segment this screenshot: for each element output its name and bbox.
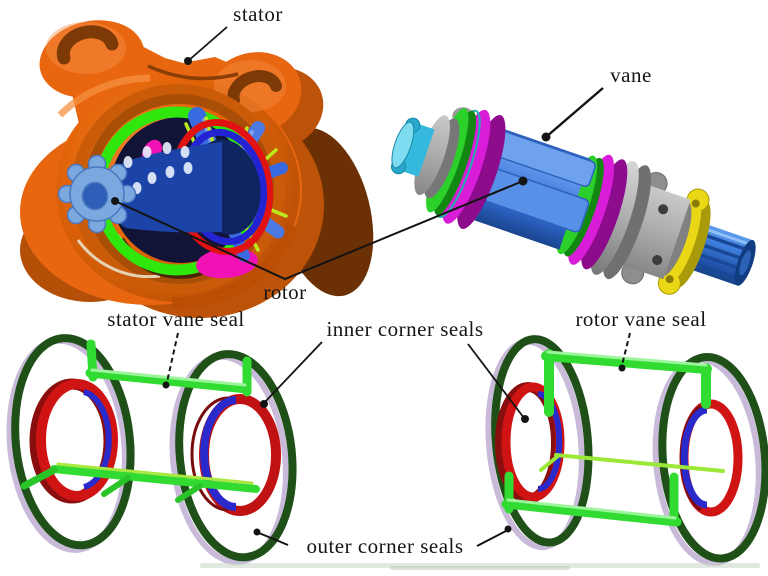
- stator-groove: [147, 64, 239, 81]
- label-stator-vane-seal: stator vane seal: [107, 307, 245, 331]
- leader-dot: [518, 176, 528, 186]
- rotor-seal-cage: [485, 335, 768, 567]
- bearing-housing: [616, 172, 692, 285]
- leader-dot: [504, 525, 512, 533]
- label-rotor: rotor: [263, 280, 307, 304]
- label-rotor-vane-seal: rotor vane seal: [575, 307, 707, 331]
- seal-ring-pack-left: [414, 107, 506, 229]
- leader-stator: [184, 26, 228, 65]
- leader-vane: [541, 87, 604, 142]
- rotor-body-cylinder: [460, 124, 596, 250]
- leader-lines: [111, 26, 631, 547]
- rotor-end-cap: [391, 117, 435, 177]
- rotor-vane-seal-bars: [501, 349, 725, 527]
- leader-rotor-vane-seal: [618, 332, 631, 372]
- inner-corner-seal-ring: [29, 378, 118, 504]
- outer-corner-seal-ring: [6, 334, 135, 553]
- outer-corner-seal-ring: [169, 350, 297, 566]
- leader-dot: [253, 528, 261, 536]
- inner-corner-seal-ring: [190, 394, 281, 516]
- leader-stator-vane-seal: [162, 332, 179, 389]
- leader-dot: [184, 57, 192, 65]
- stator-bore: [57, 84, 288, 294]
- stator-vane-seal-bars: [20, 339, 260, 503]
- stator-seal-cage: [6, 334, 297, 566]
- leader-dot: [260, 400, 268, 408]
- leader-dot: [541, 132, 551, 142]
- leader-dot: [521, 415, 529, 423]
- rotor-splined-shaft-end: [57, 154, 137, 234]
- leader-dot: [162, 381, 170, 389]
- stator-mount-slot-right: [227, 70, 282, 106]
- leader-rotor: [111, 176, 528, 281]
- leader-outer-corner-seals: [253, 525, 512, 547]
- label-vane: vane: [610, 63, 652, 87]
- rotor-assembly: [391, 107, 756, 295]
- floor-shadow: [390, 566, 570, 570]
- stator-assembly: [20, 20, 374, 318]
- leader-dot: [111, 197, 119, 205]
- label-inner-corner-seals: inner corner seals: [326, 317, 484, 341]
- inner-corner-seal-ring: [679, 399, 743, 517]
- leader-inner-corner-seals: [260, 341, 529, 423]
- leader-dot: [618, 364, 626, 372]
- label-stator: stator: [233, 2, 283, 26]
- floor-shadow: [200, 563, 760, 568]
- stator-mount-slot-left: [56, 25, 119, 65]
- rotor-spline-highlights: [123, 142, 193, 194]
- label-outer-corner-seals: outer corner seals: [306, 534, 464, 558]
